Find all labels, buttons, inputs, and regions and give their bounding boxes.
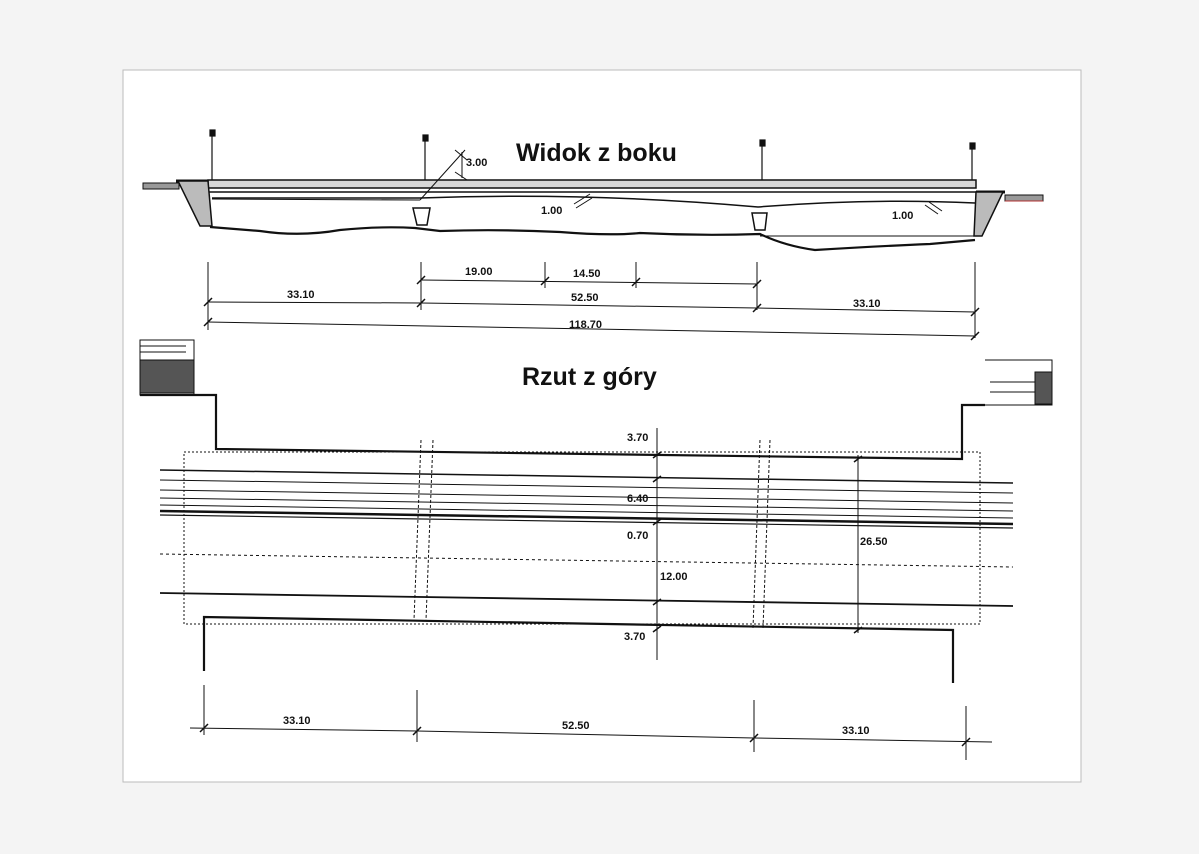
width-dimensions bbox=[652, 428, 863, 660]
abutment-left bbox=[176, 180, 213, 227]
width-separator: 0.70 bbox=[627, 530, 648, 542]
dim-14-5: 14.50 bbox=[573, 268, 601, 280]
pier-lines bbox=[413, 439, 771, 629]
width-total: 26.50 bbox=[860, 536, 888, 548]
top-span-left: 33.10 bbox=[283, 715, 311, 727]
width-bottom: 3.70 bbox=[624, 631, 645, 643]
deck-outline bbox=[183, 451, 981, 625]
stairs-left bbox=[139, 339, 195, 396]
side-dimensions bbox=[203, 262, 980, 341]
lamp-post bbox=[209, 129, 976, 180]
approach-left bbox=[142, 182, 180, 190]
fall-label-right: 1.00 bbox=[892, 210, 913, 222]
span-left: 33.10 bbox=[287, 289, 315, 301]
span-mid: 52.50 bbox=[571, 292, 599, 304]
approach-right bbox=[1004, 194, 1044, 202]
girder-soffit bbox=[212, 195, 976, 208]
pier-1 bbox=[412, 207, 431, 226]
width-road: 6.40 bbox=[627, 493, 648, 505]
stairs-right bbox=[985, 359, 1053, 406]
dim-19: 19.00 bbox=[465, 266, 493, 278]
top-span-dimensions bbox=[189, 685, 993, 760]
top-span-right: 33.10 bbox=[842, 725, 870, 737]
top-view bbox=[139, 339, 1053, 760]
top-span-mid: 52.50 bbox=[562, 720, 590, 732]
width-wide: 12.00 bbox=[660, 571, 688, 583]
road-lines bbox=[159, 469, 1014, 607]
embankment-top bbox=[140, 393, 985, 461]
width-top: 3.70 bbox=[627, 432, 648, 444]
total-length: 118.70 bbox=[569, 319, 602, 331]
fall-label-mid: 1.00 bbox=[541, 205, 562, 217]
bridge-deck bbox=[207, 179, 977, 189]
side-view bbox=[142, 129, 1044, 252]
abutment-right bbox=[973, 191, 1005, 237]
pier-2 bbox=[751, 212, 768, 231]
paper bbox=[122, 69, 1082, 783]
span-right: 33.10 bbox=[853, 298, 881, 310]
top-view-title: Rzut z góry bbox=[522, 363, 657, 391]
clearance-label: 3.00 bbox=[466, 157, 487, 169]
side-view-title: Widok z boku bbox=[516, 139, 677, 167]
terrain-line bbox=[209, 225, 976, 252]
